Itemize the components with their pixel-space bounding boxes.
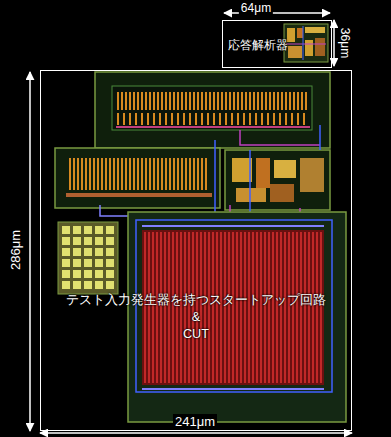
analyzer-block: 応答解析器 <box>222 20 332 68</box>
metal-wiring <box>100 125 320 225</box>
dimension-label: 241μm <box>173 412 217 430</box>
dimension-text: 36μm <box>338 26 352 60</box>
block-label: テスト入力発生器を持つスタートアップ回路 & CUT <box>41 291 351 343</box>
block-label: 応答解析器 <box>228 37 331 53</box>
top-block <box>95 72 330 148</box>
dimension-label: 36μm <box>337 26 355 60</box>
dimension-text: 64μm <box>239 1 273 15</box>
dimension-label: 286μm <box>6 228 24 272</box>
pad-array <box>58 222 118 294</box>
dimension-text: 286μm <box>8 228 23 272</box>
dimension-text: 241μm <box>173 414 217 429</box>
dimension-label: 64μm <box>239 0 273 16</box>
analyzer-layout <box>284 24 328 62</box>
middle-left-block <box>55 148 220 208</box>
cut-region <box>128 212 346 422</box>
dimension-arrows <box>30 13 352 433</box>
middle-right-block <box>225 150 330 210</box>
startup-cut-block: テスト入力発生器を持つスタートアップ回路 & CUT <box>40 70 352 431</box>
